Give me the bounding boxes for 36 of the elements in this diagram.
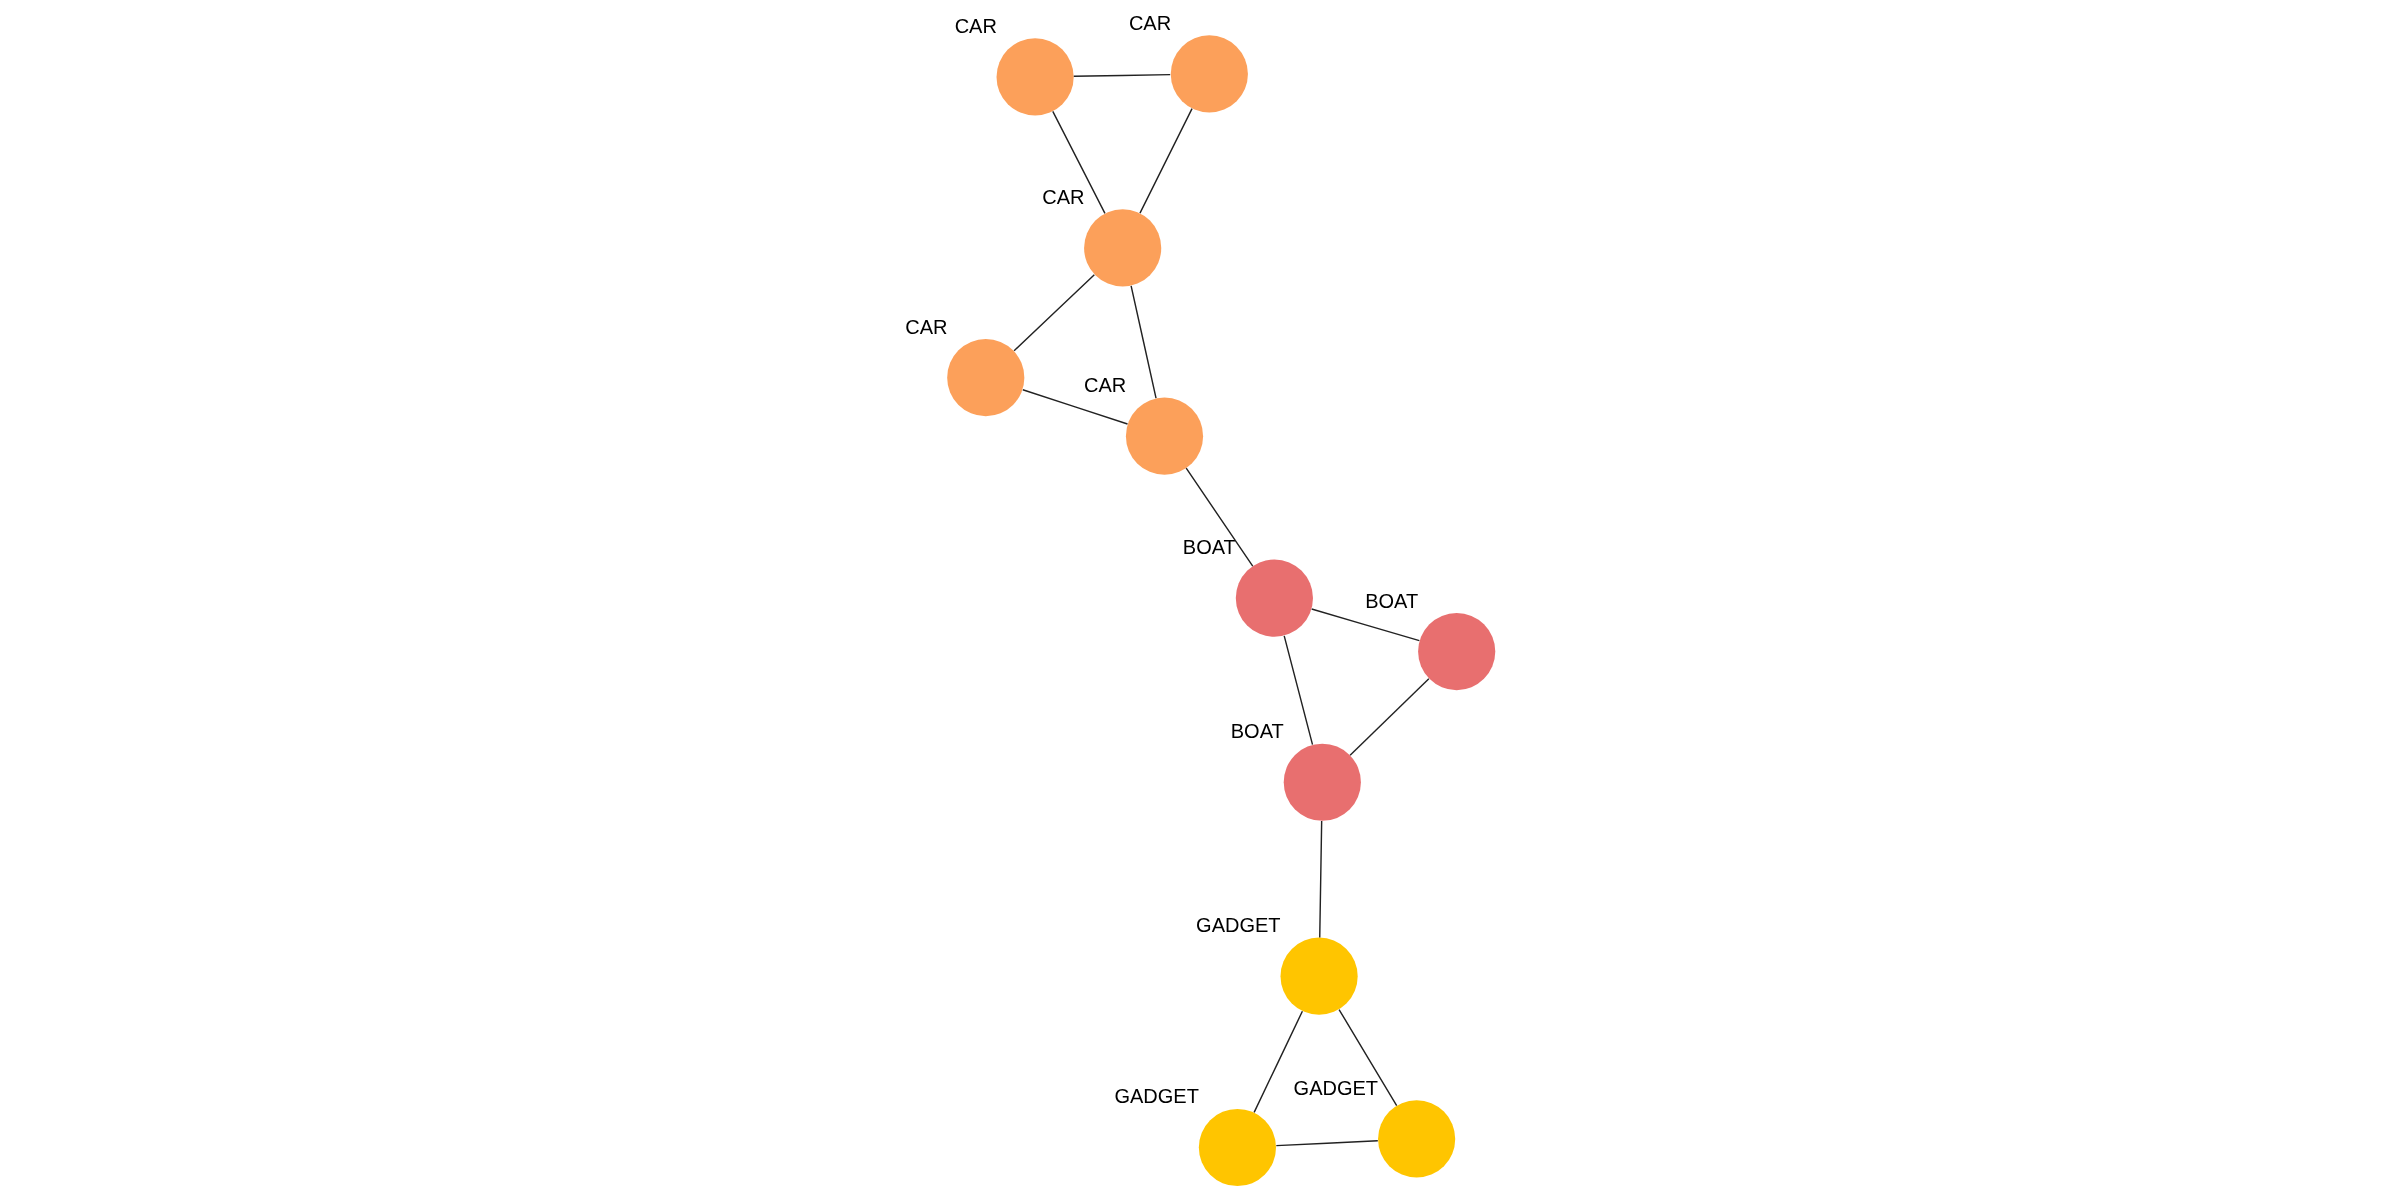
connector bbox=[1310, 608, 1420, 642]
connector bbox=[1129, 285, 1157, 399]
node-label: GADGET bbox=[1113, 1085, 1199, 1108]
connector bbox=[1138, 107, 1193, 214]
node-label: CAR bbox=[904, 315, 948, 338]
node-label: CAR bbox=[1083, 374, 1126, 397]
node-label: BOAT bbox=[1230, 720, 1284, 743]
connector bbox=[1348, 677, 1430, 756]
node-label: BOAT bbox=[1364, 589, 1418, 612]
connector bbox=[1051, 110, 1106, 214]
node-label: GADGET bbox=[1293, 1076, 1378, 1099]
node-circle bbox=[1170, 35, 1248, 113]
connector bbox=[1012, 274, 1095, 352]
connector bbox=[1021, 389, 1128, 425]
node-label: CAR bbox=[1041, 185, 1084, 208]
node-circle bbox=[1083, 209, 1161, 287]
node-circle bbox=[996, 38, 1074, 116]
node-circle bbox=[1283, 743, 1361, 821]
node-label: BOAT bbox=[1182, 536, 1236, 559]
node-circle bbox=[1198, 1108, 1276, 1187]
node-label: CAR bbox=[1128, 11, 1171, 34]
node-circle bbox=[1417, 612, 1495, 691]
connector bbox=[1337, 1008, 1397, 1107]
node-circle bbox=[1280, 937, 1358, 1015]
connector bbox=[1275, 1140, 1379, 1147]
node-circle bbox=[1377, 1100, 1455, 1178]
node-circle bbox=[1125, 397, 1203, 475]
connector bbox=[1072, 73, 1171, 77]
node-label: CAR bbox=[954, 14, 997, 37]
node-circle bbox=[1235, 559, 1313, 637]
connector bbox=[1185, 467, 1253, 567]
node-circle bbox=[946, 339, 1024, 417]
connector bbox=[1252, 1010, 1303, 1114]
connector bbox=[1318, 820, 1322, 939]
node-label: GADGET bbox=[1195, 914, 1281, 937]
connector bbox=[1283, 635, 1313, 746]
